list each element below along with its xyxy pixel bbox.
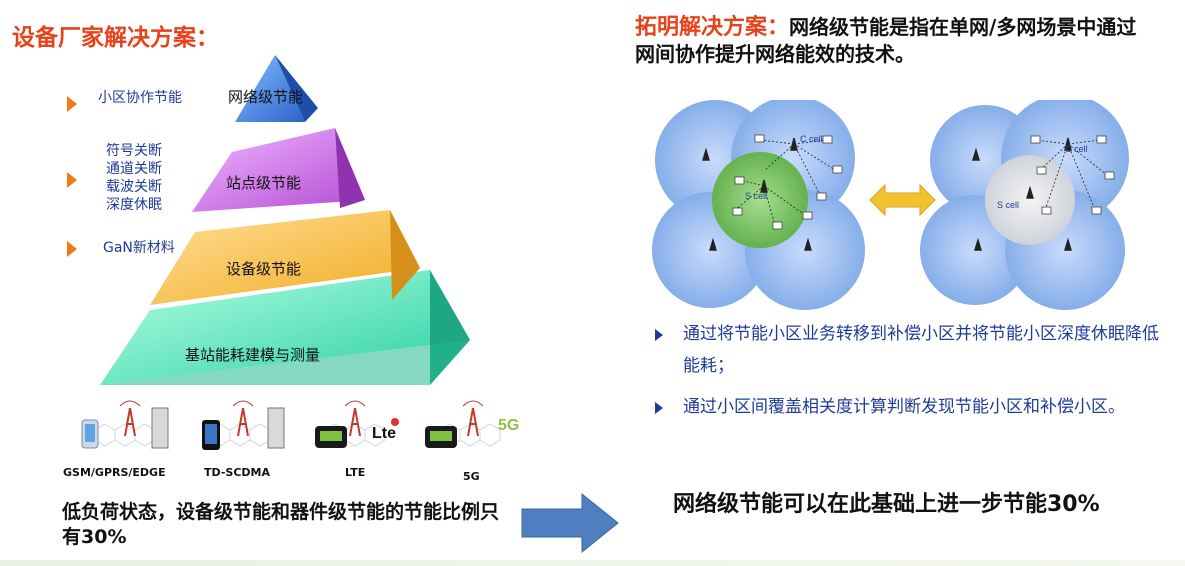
- footer-bar: [0, 560, 1185, 566]
- play-arrow-icon: [67, 241, 77, 257]
- tech-label-gsm: GSM/GPRS/EDGE: [63, 466, 166, 479]
- c-cell-label: C cell: [800, 134, 823, 144]
- bullet-item-2: 通过小区间覆盖相关度计算判断发现节能小区和补偿小区。: [683, 397, 1125, 417]
- left-panel: 设备厂家解决方案： 网络级节能 站点: [12, 25, 519, 548]
- large-right-arrow-icon: [521, 492, 619, 554]
- tech-label-lte: LTE: [345, 466, 366, 479]
- pyramid-tier-4-label: 基站能耗建模与测量: [185, 346, 321, 364]
- bullet-arrow-icon: [655, 402, 663, 414]
- left-conclusion: 低负荷状态，设备级节能和器件级节能的节能比例只有30%: [62, 501, 500, 548]
- c-cell-label: C cell: [1065, 144, 1088, 154]
- s-cell-label: S cell: [745, 191, 767, 201]
- pyramid-tier-2-label: 站点级节能: [226, 174, 302, 192]
- right-title-highlight: 拓明解决方案：: [635, 15, 790, 40]
- side-note-device: GaN新材料: [103, 240, 175, 256]
- cell-cluster-after: [920, 100, 1129, 310]
- pyramid-tier-3-label: 设备级节能: [226, 260, 302, 278]
- side-note-site-item: 通道关断: [106, 161, 162, 177]
- 5g-badge: 5G: [498, 417, 519, 434]
- pyramid-diagram: [100, 55, 470, 385]
- pyramid-tier-2: [192, 128, 365, 212]
- side-note-network: 小区协作节能: [98, 90, 182, 106]
- right-panel: 拓明解决方案：网络级节能是指在单网/多网场景中通过网间协作提升网络能效的技术。: [625, 0, 1185, 566]
- bullet-item-1: 通过将节能小区业务转移到补偿小区并将节能小区深度休眠降低能耗；: [683, 324, 1159, 376]
- s-cell-label: S cell: [997, 200, 1019, 210]
- tech-label-5g: 5G: [463, 470, 480, 483]
- side-note-site-list: 符号关断 通道关断 载波关断 深度休眠: [106, 142, 162, 214]
- cell-cluster-before: [652, 100, 865, 310]
- server-rack-icon: [151, 407, 169, 449]
- side-note-site-item: 符号关断: [106, 143, 162, 159]
- technology-icons-row: Lte 5G: [81, 400, 519, 450]
- tech-label-td-scdma: TD-SCDMA: [204, 466, 270, 479]
- left-title: 设备厂家解决方案：: [12, 25, 219, 51]
- double-arrow-icon: [869, 183, 936, 217]
- play-arrow-icon: [67, 96, 77, 112]
- right-title: 拓明解决方案：网络级节能是指在单网/多网场景中通过网间协作提升网络能效的技术。: [635, 14, 1155, 67]
- side-note-site-item: 载波关断: [106, 179, 162, 195]
- right-conclusion: 网络级节能可以在此基础上进一步节能30%: [673, 492, 1100, 517]
- right-title-rest: 网络级节能是指在单网/多网场景中通过网间协作提升网络能效的技术。: [635, 15, 1137, 66]
- pyramid-tier-3: [150, 210, 420, 305]
- pyramid-tier-1: [235, 55, 305, 122]
- lte-badge: Lte: [372, 425, 396, 442]
- side-note-site-item: 深度休眠: [106, 197, 162, 213]
- bullet-arrow-icon: [655, 329, 663, 341]
- pyramid-tier-1-label: 网络级节能: [228, 88, 304, 106]
- base-station-icon: [124, 407, 479, 437]
- pyramid-tier-4: [100, 270, 470, 385]
- play-arrow-icon: [67, 172, 77, 188]
- cell-diagram: C cell S cell C cell S cell: [652, 100, 1129, 310]
- server-rack-icon: [267, 407, 285, 449]
